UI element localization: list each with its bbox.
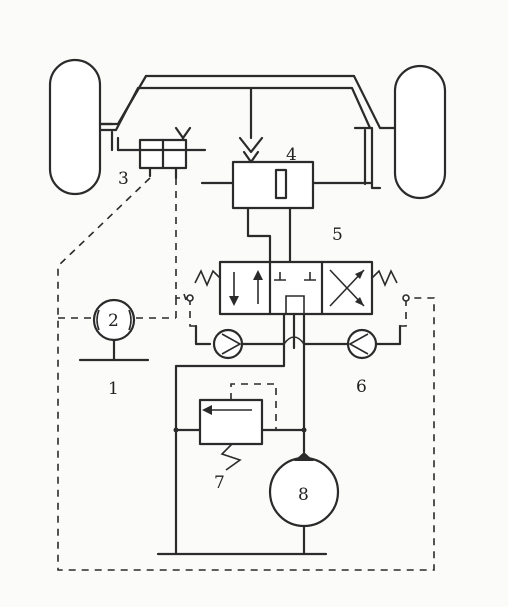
relief-valve bbox=[198, 383, 277, 471]
left-wheel bbox=[48, 58, 102, 196]
steering-handle bbox=[78, 338, 150, 362]
label-1: 1 bbox=[108, 379, 119, 399]
label-7: 7 bbox=[214, 473, 225, 493]
label-8: 8 bbox=[298, 485, 309, 505]
main-pump bbox=[268, 452, 340, 556]
cylinder-line-left bbox=[246, 206, 272, 266]
label-3: 3 bbox=[118, 169, 129, 189]
steering-linkage bbox=[98, 74, 397, 190]
label-6: 6 bbox=[356, 377, 367, 397]
pilot-lines bbox=[57, 177, 435, 571]
check-valves bbox=[194, 324, 402, 360]
label-2: 2 bbox=[108, 311, 119, 331]
label-4: 4 bbox=[286, 145, 297, 165]
label-5: 5 bbox=[332, 225, 343, 245]
steering-sensor-valve bbox=[116, 126, 207, 180]
directional-valve bbox=[194, 260, 398, 316]
power-cylinder bbox=[200, 86, 374, 210]
right-wheel bbox=[393, 64, 447, 200]
return-line bbox=[174, 312, 286, 556]
